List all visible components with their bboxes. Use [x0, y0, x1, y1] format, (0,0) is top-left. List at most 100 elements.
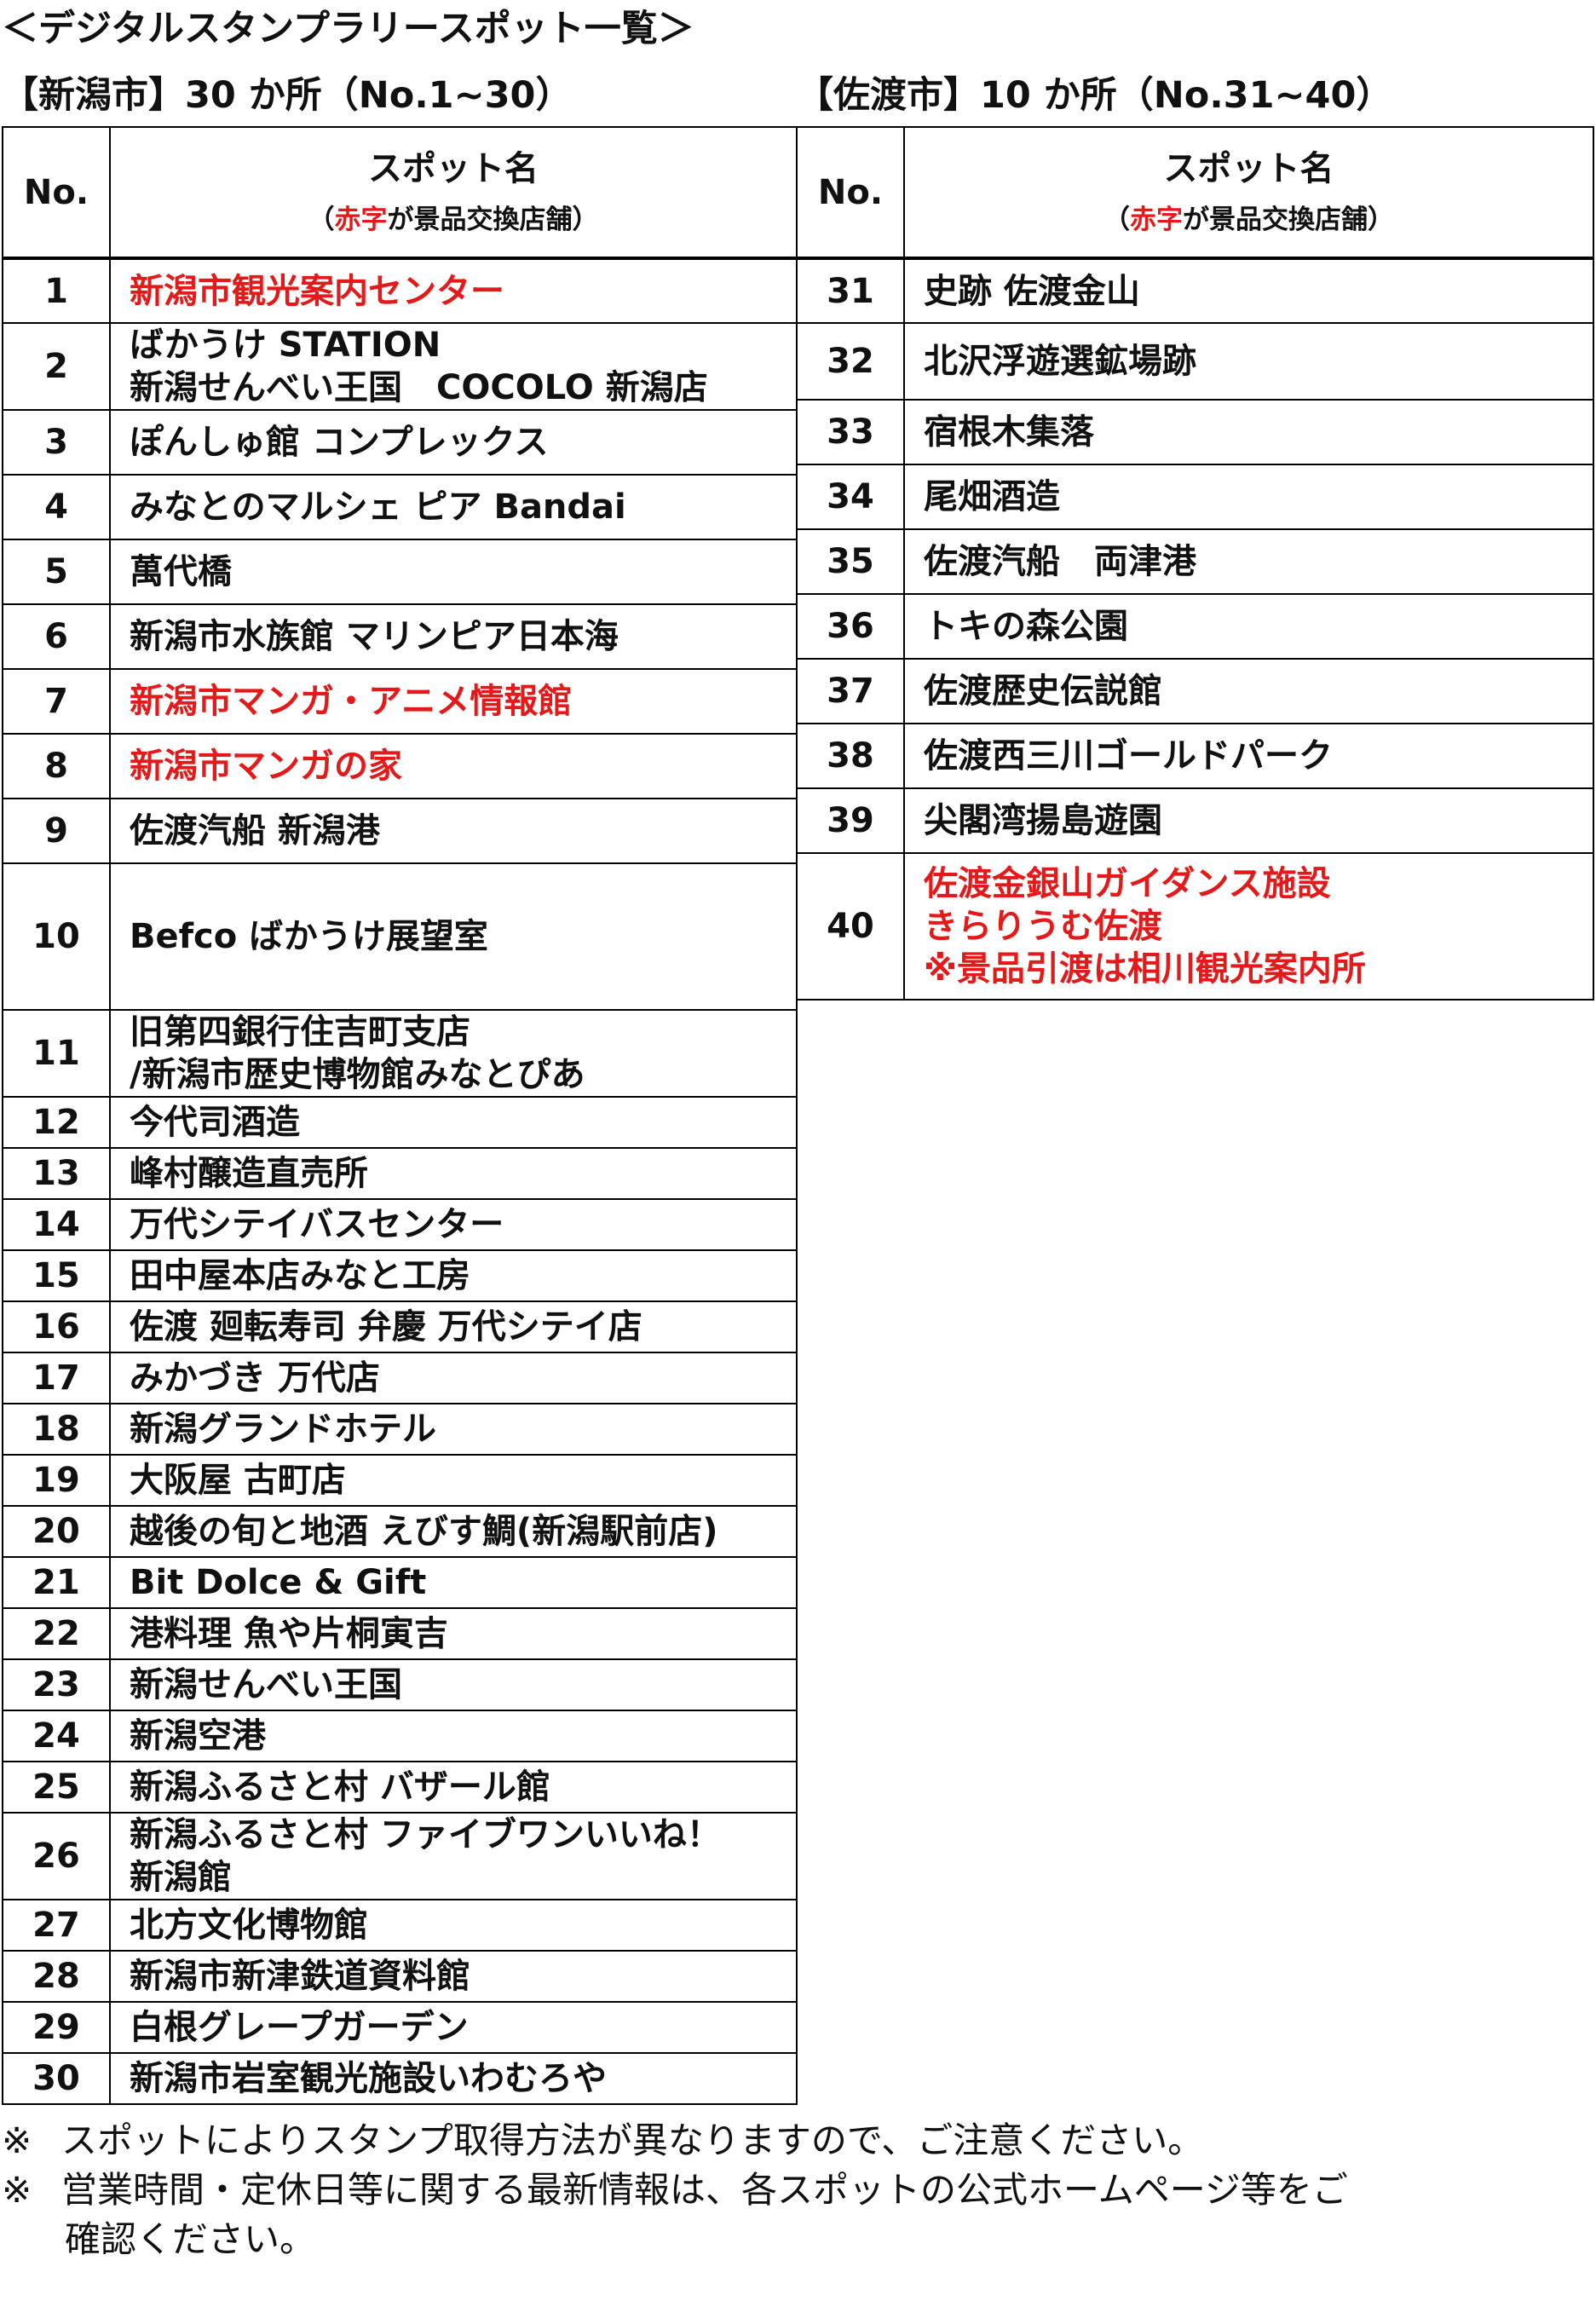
header-spot-name: スポット名 （赤字が景品交換店舗）: [109, 126, 798, 260]
niigata-row: 14 万代シテイバスセンター: [2, 1198, 798, 1251]
spot-name-exchange: 新潟市マンガ・アニメ情報館: [109, 668, 798, 735]
spot-number: 12: [2, 1096, 111, 1149]
spot-number: 29: [2, 2001, 111, 2054]
spot-name-line: 史跡 佐渡金山: [924, 271, 1140, 311]
spot-number: 5: [2, 539, 111, 605]
spot-name-line: みなとのマルシェ ピア Bandai: [130, 487, 626, 527]
spot-name-line: 越後の旬と地酒 えびす鯛(新潟駅前店): [130, 1512, 718, 1551]
spot-name: みなとのマルシェ ピア Bandai: [109, 474, 798, 540]
spot-number: 22: [2, 1607, 111, 1660]
spot-name-line: 佐渡汽船 両津港: [924, 542, 1196, 581]
spot-name-line: 新潟市新津鉄道資料館: [130, 1957, 470, 1996]
spot-number: 11: [2, 1009, 111, 1098]
spot-name-line: 新潟市水族館 マリンピア日本海: [130, 617, 619, 656]
spot-name-line: 新潟市岩室観光施設いわむろや: [130, 2059, 607, 2098]
spot-number: 26: [2, 1812, 111, 1900]
header-spot-label: スポット名: [368, 148, 539, 188]
footnote-mark: ※: [2, 2119, 32, 2161]
spot-name-line: 新潟グランドホテル: [130, 1410, 436, 1449]
spot-name: みかづき 万代店: [109, 1352, 798, 1404]
spot-name-line: 新潟せんべい王国: [130, 1665, 402, 1704]
spot-number: 14: [2, 1198, 111, 1251]
spot-number: 33: [796, 399, 905, 465]
spot-name: 越後の旬と地酒 えびす鯛(新潟駅前店): [109, 1505, 798, 1558]
spot-number: 38: [796, 723, 905, 789]
niigata-row: 30 新潟市岩室観光施設いわむろや: [2, 2052, 798, 2105]
spot-name: 尖閣湾揚島遊園: [903, 787, 1594, 854]
footnote: ※スポットによりスタンプ取得方法が異なりますので、ご注意ください。: [2, 2116, 1203, 2165]
spot-name: 宿根木集落: [903, 399, 1594, 465]
header-no: No.: [796, 126, 905, 260]
spot-number: 28: [2, 1950, 111, 2003]
spot-name-line: 万代シテイバスセンター: [130, 1205, 504, 1244]
spot-name-line: 田中屋本店みなと工房: [130, 1256, 470, 1295]
spot-name-line: 佐渡歴史伝説館: [924, 672, 1162, 711]
sado-row: 35 佐渡汽船 両津港: [796, 528, 1594, 595]
spot-name: 佐渡汽船 両津港: [903, 528, 1594, 595]
sado-row: 38 佐渡西三川ゴールドパーク: [796, 723, 1594, 789]
header-note-open: （: [1103, 204, 1130, 235]
spot-number: 2: [2, 322, 111, 411]
spot-name-line: 北沢浮遊選鉱場跡: [924, 342, 1196, 381]
spot-name: 新潟市新津鉄道資料館: [109, 1950, 798, 2003]
spot-number: 25: [2, 1761, 111, 1814]
spot-number: 36: [796, 593, 905, 660]
spot-name-line: Bit Dolce & Gift: [130, 1563, 427, 1602]
spot-name-line: 新潟せんべい王国 COCOLO 新潟店: [130, 368, 708, 407]
spot-name-exchange: 佐渡金銀山ガイダンス施設きらりうむ佐渡※景品引渡は相川観光案内所: [903, 852, 1594, 1001]
spot-name-line: 北方文化博物館: [130, 1906, 368, 1945]
header-note-red: 赤字: [1130, 204, 1183, 235]
spot-name: 北沢浮遊選鉱場跡: [903, 322, 1594, 401]
spot-name-line: 港料理 魚や片桐寅吉: [130, 1614, 448, 1653]
spot-name-line: 萬代橋: [130, 552, 232, 591]
spot-name: Bit Dolce & Gift: [109, 1556, 798, 1609]
spot-name: 新潟ふるさと村 ファイブワンいいね！新潟館: [109, 1812, 798, 1900]
spot-number: 34: [796, 464, 905, 530]
spot-number: 40: [796, 852, 905, 1001]
spot-name-line: 新潟ふるさと村 バザール館: [130, 1768, 550, 1807]
spot-name: Befco ばかうけ展望室: [109, 862, 798, 1011]
spot-name: 新潟空港: [109, 1710, 798, 1762]
spot-name-line: 佐渡 廻転寿司 弁慶 万代シテイ店: [130, 1307, 642, 1347]
spot-name: 北方文化博物館: [109, 1899, 798, 1952]
spot-number: 4: [2, 474, 111, 540]
niigata-row: 21 Bit Dolce & Gift: [2, 1556, 798, 1609]
spot-name: 史跡 佐渡金山: [903, 257, 1594, 324]
spot-number: 21: [2, 1556, 111, 1609]
niigata-row: 18 新潟グランドホテル: [2, 1403, 798, 1456]
spot-number: 7: [2, 668, 111, 735]
spot-number: 18: [2, 1403, 111, 1456]
header-spot-name: スポット名 （赤字が景品交換店舗）: [903, 126, 1594, 260]
spot-name-line: 新潟空港: [130, 1716, 266, 1756]
spot-name: 旧第四銀行住吉町支店/新潟市歴史博物館みなとぴあ: [109, 1009, 798, 1098]
niigata-row: 25 新潟ふるさと村 バザール館: [2, 1761, 798, 1814]
header-note-rest: が景品交換店舗）: [1183, 204, 1394, 235]
footnote-text: 営業時間・定休日等に関する最新情報は、各スポットの公式ホームページ等をご: [61, 2169, 1348, 2211]
spot-number: 39: [796, 787, 905, 854]
spot-number: 35: [796, 528, 905, 595]
spot-number: 30: [2, 2052, 111, 2105]
spot-name-line: 新潟市マンガ・アニメ情報館: [130, 682, 573, 721]
spot-name: 佐渡西三川ゴールドパーク: [903, 723, 1594, 789]
niigata-heading: 【新潟市】30 か所（No.1~30）: [2, 74, 573, 117]
header-no: No.: [2, 126, 111, 260]
footnote: ※営業時間・定休日等に関する最新情報は、各スポットの公式ホームページ等をご確認く…: [2, 2165, 1348, 2264]
spot-name-line: 佐渡西三川ゴールドパーク: [924, 736, 1333, 776]
spot-name: 白根グレープガーデン: [109, 2001, 798, 2054]
spot-number: 19: [2, 1454, 111, 1507]
header-note-red: 赤字: [334, 204, 388, 235]
